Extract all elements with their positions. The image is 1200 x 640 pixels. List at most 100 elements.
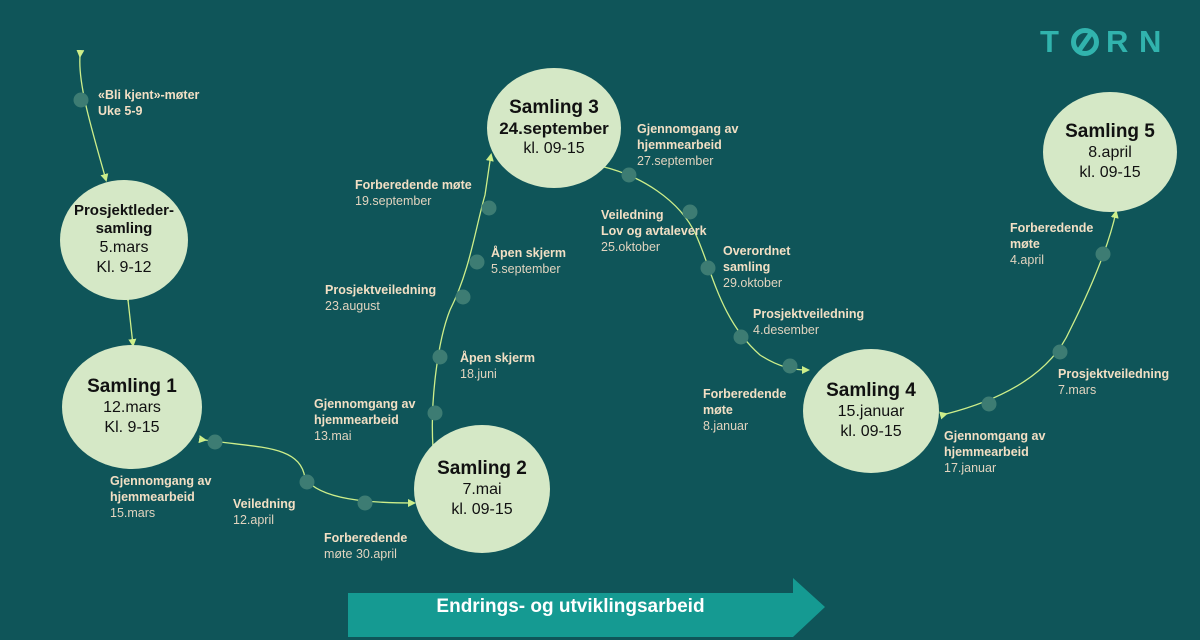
event-date: 12.april bbox=[233, 513, 274, 527]
event-title: Forberedende bbox=[1010, 221, 1094, 235]
milestone-dot bbox=[1052, 344, 1068, 360]
node-samling-4: Samling 4 15.januar kl. 09-15 bbox=[803, 349, 939, 473]
event-apen-skjerm-juni: Åpen skjerm 18.juni bbox=[460, 350, 535, 382]
node-samling-2: Samling 2 7.mai kl. 09-15 bbox=[414, 425, 550, 553]
milestone-dot bbox=[782, 358, 798, 374]
milestone-dot bbox=[469, 254, 485, 270]
node-date: 8.april bbox=[1088, 144, 1132, 161]
event-title: Åpen skjerm bbox=[491, 246, 567, 260]
node-date: 12.mars bbox=[103, 399, 161, 416]
event-title: «Bli kjent»-møter bbox=[98, 88, 200, 102]
event-forberedende-april: Forberedende møte 4.april bbox=[1010, 220, 1093, 268]
node-samling-3: Samling 3 24.september kl. 09-15 bbox=[487, 68, 621, 188]
logo-letter: N bbox=[1139, 24, 1169, 59]
event-date: 7.mars bbox=[1058, 383, 1097, 397]
node-title: samling bbox=[95, 220, 153, 237]
event-prosjektveiledning-mars: Prosjektveiledning 7.mars bbox=[1058, 366, 1169, 398]
event-date: 23.august bbox=[325, 299, 380, 313]
event-title: hjemmearbeid bbox=[637, 138, 722, 152]
event-title: Prosjektveiledning bbox=[753, 307, 865, 321]
milestone-dot bbox=[455, 289, 471, 305]
event-title: Forberedende bbox=[703, 387, 787, 401]
milestone-dot bbox=[1095, 246, 1111, 262]
event-title: Prosjektveiledning bbox=[325, 283, 437, 297]
node-title: Samling 5 bbox=[1065, 121, 1155, 142]
milestone-dot bbox=[621, 167, 637, 183]
event-title: møte bbox=[703, 403, 733, 417]
logo-letter: T bbox=[1040, 24, 1066, 59]
event-forberedende-januar: Forberedende møte 8.januar bbox=[703, 386, 786, 434]
event-gjennomgang-15-mars: Gjennomgang av hjemmearbeid 15.mars bbox=[110, 473, 211, 521]
milestone-dot bbox=[481, 200, 497, 216]
arrow-label: Endrings- og utviklingsarbeid bbox=[436, 596, 705, 617]
event-bli-kjent: «Bli kjent»-møter Uke 5-9 bbox=[98, 87, 199, 119]
node-title: Prosjektleder- bbox=[73, 202, 175, 219]
node-time: kl. 09-15 bbox=[840, 423, 902, 440]
development-arrow: Endrings- og utviklingsarbeid bbox=[348, 578, 826, 640]
milestone-dot bbox=[700, 260, 716, 276]
connector-start-to-prosjektleder bbox=[76, 49, 109, 182]
event-date: Uke 5-9 bbox=[98, 104, 143, 118]
node-title: Samling 2 bbox=[437, 458, 527, 479]
event-date: 15.mars bbox=[110, 506, 156, 520]
event-date: 8.januar bbox=[703, 419, 749, 433]
event-veiledning-12-april: Veiledning 12.april bbox=[233, 496, 296, 528]
connector-samling1-to-samling2 bbox=[198, 435, 416, 507]
event-title: hjemmearbeid bbox=[110, 490, 195, 504]
event-prosjektveiledning-desember: Prosjektveiledning 4.desember bbox=[753, 306, 864, 338]
event-title: Åpen skjerm bbox=[460, 351, 536, 365]
node-time: kl. 09-15 bbox=[523, 140, 585, 157]
event-prosjektveiledning-august: Prosjektveiledning 23.august bbox=[325, 282, 436, 314]
node-date: 5.mars bbox=[99, 239, 149, 256]
event-date: 29.oktober bbox=[723, 276, 783, 290]
event-title: Forberedende bbox=[324, 531, 408, 545]
circle-slash-icon bbox=[1071, 28, 1099, 56]
logo-letter: R bbox=[1106, 24, 1136, 59]
event-title: Gjennomgang av bbox=[110, 474, 212, 488]
milestone-dot bbox=[981, 396, 997, 412]
node-date: 15.januar bbox=[837, 403, 905, 420]
connector-prosjektleder-to-samling1 bbox=[123, 293, 137, 347]
event-title: Gjennomgang av bbox=[314, 397, 416, 411]
event-date: møte 30.april bbox=[324, 547, 397, 561]
milestone-dot bbox=[427, 405, 443, 421]
node-time: kl. 09-15 bbox=[1079, 164, 1141, 181]
event-date: 4.april bbox=[1010, 253, 1045, 267]
event-title: møte bbox=[1010, 237, 1040, 251]
milestone-dot bbox=[357, 495, 373, 511]
node-time: kl. 09-15 bbox=[451, 501, 513, 518]
milestone-dot bbox=[207, 434, 223, 450]
event-date: 18.juni bbox=[460, 367, 497, 381]
milestone-dot bbox=[432, 349, 448, 365]
node-title: Samling 1 bbox=[87, 376, 177, 397]
event-title: hjemmearbeid bbox=[944, 445, 1029, 459]
torn-logo: T R N bbox=[1040, 24, 1170, 60]
milestone-dot bbox=[73, 92, 89, 108]
event-title: samling bbox=[723, 260, 771, 274]
node-title: Samling 4 bbox=[826, 380, 916, 401]
node-date: 7.mai bbox=[462, 481, 502, 498]
event-gjennomgang-13-mai: Gjennomgang av hjemmearbeid 13.mai bbox=[314, 396, 415, 444]
event-date: 17.januar bbox=[944, 461, 997, 475]
event-gjennomgang-27-september: Gjennomgang av hjemmearbeid 27.september bbox=[637, 121, 738, 169]
event-title: Lov og avtaleverk bbox=[601, 224, 707, 238]
connector-samling2-to-samling3 bbox=[431, 153, 494, 449]
event-title: hjemmearbeid bbox=[314, 413, 399, 427]
node-prosjektledersamling: Prosjektleder- samling 5.mars Kl. 9-12 bbox=[60, 180, 188, 300]
node-title: Samling 3 bbox=[509, 97, 599, 118]
event-title: Gjennomgang av bbox=[637, 122, 739, 136]
node-time: Kl. 9-15 bbox=[104, 419, 160, 436]
event-title: Overordnet bbox=[723, 244, 791, 258]
event-date: 4.desember bbox=[753, 323, 820, 337]
node-date: 24.september bbox=[499, 119, 609, 138]
node-samling-1: Samling 1 12.mars Kl. 9-15 bbox=[62, 345, 202, 469]
event-title: Prosjektveiledning bbox=[1058, 367, 1170, 381]
milestone-dot bbox=[682, 204, 698, 220]
event-title: Gjennomgang av bbox=[944, 429, 1046, 443]
event-gjennomgang-17-januar: Gjennomgang av hjemmearbeid 17.januar bbox=[944, 428, 1045, 476]
event-veiledning-lov: Veiledning Lov og avtaleverk 25.oktober bbox=[601, 207, 707, 255]
event-date: 13.mai bbox=[314, 429, 352, 443]
event-forberedende-september: Forberedende møte 19.september bbox=[355, 177, 472, 209]
arrow-shape bbox=[348, 578, 825, 637]
